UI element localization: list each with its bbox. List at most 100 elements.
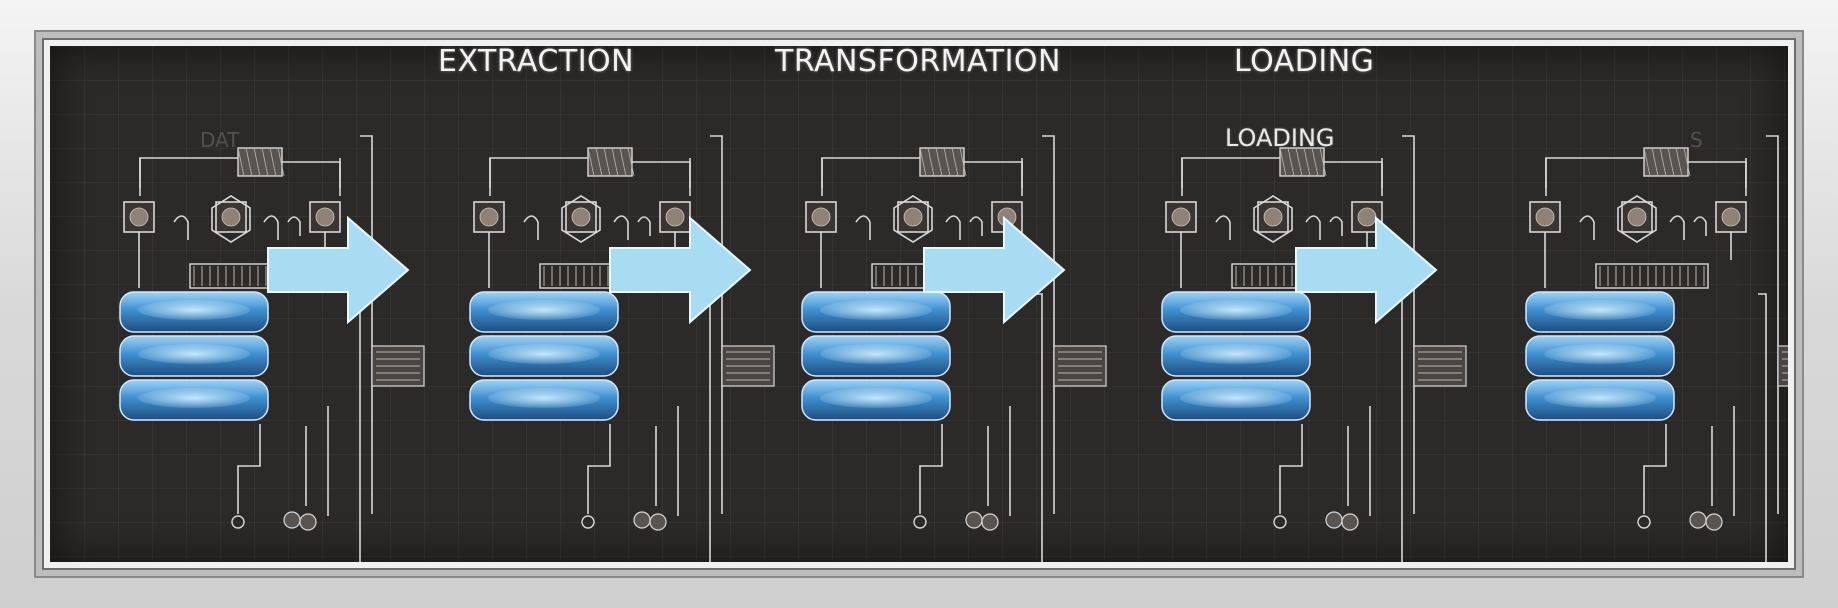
mesh-line	[261, 147, 269, 177]
mesh-line	[1279, 147, 1287, 177]
chip-core	[1263, 207, 1283, 227]
chip-core	[1357, 207, 1377, 227]
bottom-wires	[1643, 406, 1735, 516]
connector-side	[1181, 158, 1383, 196]
plug	[299, 513, 317, 531]
pipeline-diagram	[119, 135, 1788, 562]
chip-core	[571, 207, 591, 227]
mesh-line	[1311, 147, 1319, 177]
mesh-line	[269, 147, 277, 177]
hex-shape	[1253, 195, 1293, 243]
node-3	[801, 135, 1107, 562]
flow-arrow-4	[1295, 215, 1438, 325]
hex-shape	[211, 195, 251, 243]
mesh-line	[253, 147, 261, 177]
mesh-line	[1683, 147, 1691, 177]
rail	[1394, 135, 1415, 562]
database-glow	[1180, 388, 1292, 408]
plug	[283, 511, 301, 529]
database-glow	[488, 344, 600, 364]
plug	[1689, 511, 1707, 529]
hex-shape	[1617, 195, 1657, 243]
connector-side	[1545, 158, 1747, 196]
hooks	[1215, 215, 1343, 240]
flow-arrow-2	[609, 215, 752, 325]
hooks	[173, 215, 301, 240]
plug	[1341, 513, 1359, 531]
chip-core	[1627, 207, 1647, 227]
hooks	[855, 215, 983, 240]
chip-core	[479, 207, 499, 227]
mesh-line	[611, 147, 619, 177]
mesh-line	[277, 147, 285, 177]
mesh-line	[1675, 147, 1683, 177]
chip-core	[903, 207, 923, 227]
loading-sublabel: LOADING	[1225, 124, 1335, 152]
plug	[1637, 515, 1651, 529]
chip-box	[473, 201, 505, 233]
hex-shape	[893, 195, 933, 243]
database-glow	[488, 300, 600, 320]
chip-core	[811, 207, 831, 227]
rail	[1034, 135, 1055, 562]
chip-box	[309, 201, 341, 233]
mesh-line	[1659, 147, 1667, 177]
plug	[913, 515, 927, 529]
bottom-wires	[587, 406, 679, 516]
plug	[649, 513, 667, 531]
bottom-wires	[237, 406, 329, 516]
mesh-line	[627, 147, 635, 177]
plug	[1325, 511, 1343, 529]
mesh-line	[959, 147, 967, 177]
chip-core	[1535, 207, 1555, 227]
plug	[981, 513, 999, 531]
mesh-line	[1287, 147, 1295, 177]
database-glow	[138, 388, 250, 408]
mesh-line	[237, 147, 245, 177]
plug	[965, 511, 983, 529]
database-glow	[1544, 300, 1656, 320]
connector-side	[821, 158, 1023, 196]
mesh-line	[1295, 147, 1303, 177]
mesh-line	[1667, 147, 1675, 177]
plug	[1273, 515, 1287, 529]
node-2	[469, 135, 775, 562]
plug	[581, 515, 595, 529]
mesh-line	[943, 147, 951, 177]
mesh-line	[951, 147, 959, 177]
mesh-line	[935, 147, 943, 177]
hooks	[523, 215, 651, 240]
flow-arrow-1	[267, 215, 410, 325]
mesh-line	[595, 147, 603, 177]
hooks	[1579, 215, 1707, 240]
bottom-wires	[1279, 406, 1371, 516]
chip-core	[221, 207, 241, 227]
chip-core	[1171, 207, 1191, 227]
database-glow	[1544, 344, 1656, 364]
connector-side	[139, 158, 341, 196]
database-glow	[1180, 300, 1292, 320]
hex-shape	[561, 195, 601, 243]
database-glow	[138, 344, 250, 364]
chip-core	[315, 207, 335, 227]
mesh-line	[919, 147, 927, 177]
heading-loading: LOADING	[1234, 44, 1375, 79]
node-5	[1525, 135, 1788, 562]
mesh-line	[927, 147, 935, 177]
bottom-wires	[919, 406, 1011, 516]
faint-label: DAT	[200, 128, 240, 152]
mesh-line	[619, 147, 627, 177]
mesh-line	[1303, 147, 1311, 177]
chip-core	[1721, 207, 1741, 227]
drop-lines	[1544, 232, 1732, 288]
connector-side	[489, 158, 691, 196]
heading-extraction: EXTRACTION	[438, 44, 635, 79]
plug	[633, 511, 651, 529]
node-1	[119, 135, 425, 562]
database-glow	[138, 300, 250, 320]
mesh-line	[587, 147, 595, 177]
rail	[352, 135, 373, 562]
node-4	[1161, 135, 1467, 562]
faint-letter: S	[1690, 128, 1703, 152]
rail	[1758, 135, 1779, 562]
